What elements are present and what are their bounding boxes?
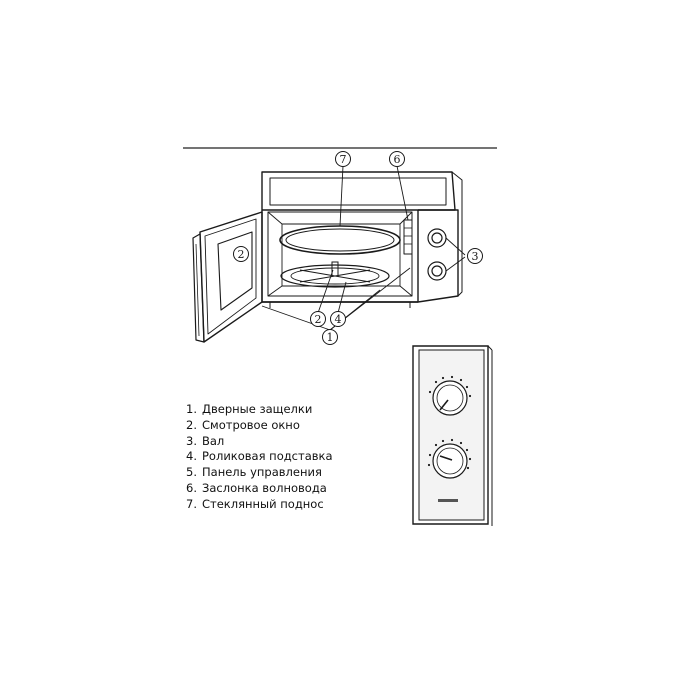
callouts: 7 6 2 3 2 4 1 [233,151,483,345]
power-knob [428,375,472,416]
timer-knob [427,438,472,479]
legend-item: 6.Заслонка волновода [186,480,327,495]
brand-plate [438,499,458,502]
open-door [192,211,263,343]
callout-label: 2 [238,248,245,261]
control-panel [412,345,493,526]
legend-item: 7.Стеклянный поднос [186,496,324,511]
legend-item: 3.Вал [186,433,225,448]
glass-tray [279,225,401,255]
legend-item: 1.Дверные защелки [186,402,313,416]
legend-item: 4.Роликовая подставка [186,449,333,464]
callout-label: 6 [394,153,401,166]
callout-label: 1 [327,331,334,344]
callout-label: 7 [340,153,347,166]
side-control-knobs [427,228,447,281]
callout-label: 2 [315,313,322,326]
legend-item: 2.Смотровое окно [186,417,300,432]
callout-label: 4 [335,313,342,326]
legend-item: 5.Панель управления [186,465,322,480]
callout-label: 3 [472,250,479,263]
parts-legend: 1.Дверные защелки 2.Смотровое окно 3.Вал… [186,402,333,513]
shaft [331,261,339,277]
